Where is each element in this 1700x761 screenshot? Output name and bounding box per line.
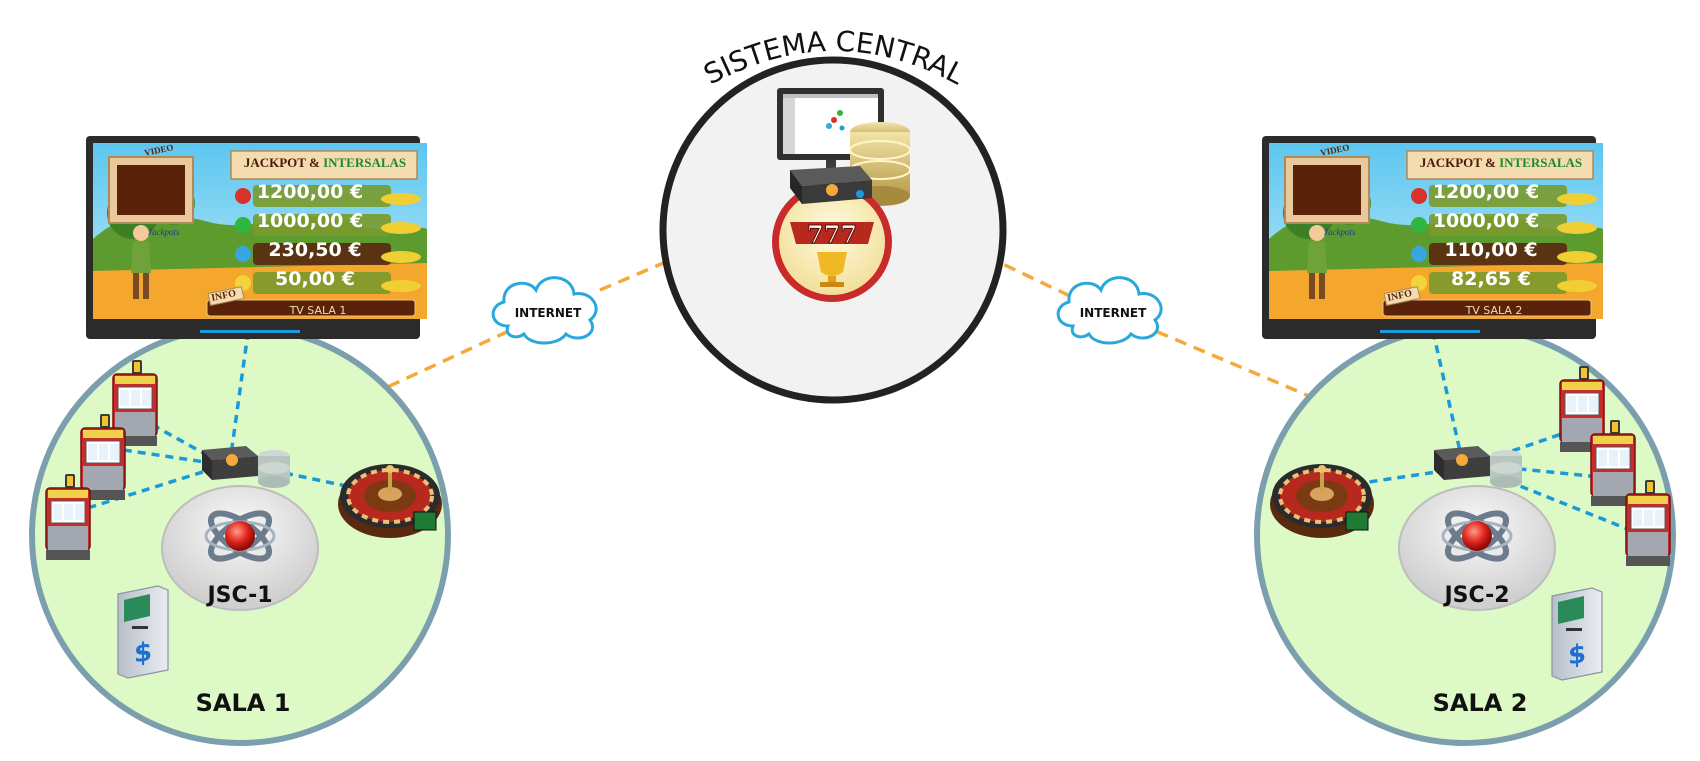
internet-cloud-left: INTERNET xyxy=(493,278,596,343)
tv-2-jackpot-amount: 110,00 € xyxy=(1444,239,1537,261)
room-1-title: SALA 1 xyxy=(196,689,291,717)
room-2-title: SALA 2 xyxy=(1433,689,1528,717)
tv-1-footer: TV SALA 1 xyxy=(289,304,347,317)
room-sala-2: JSC-2 SALA 2 xyxy=(1257,309,1673,743)
jsc-2-label: JSC-2 xyxy=(1442,583,1509,608)
internet-label: INTERNET xyxy=(515,306,582,320)
jackpot-777-text: 777 xyxy=(807,220,857,249)
tv-2-jackpot-amount: 82,65 € xyxy=(1451,268,1531,290)
tv-2-header: JACKPOT & INTERSALAS xyxy=(1420,155,1582,170)
tv-sala-1: VIDEO JACKPOT & INTERSALAS Jackpots INFO… xyxy=(86,136,427,339)
atm-icon xyxy=(118,586,168,678)
roulette-icon xyxy=(338,464,442,538)
tv-1-jackpot-amount: 50,00 € xyxy=(275,268,355,290)
roulette-icon xyxy=(1270,464,1374,538)
tv-2-jackpot-amount: 1000,00 € xyxy=(1433,210,1539,232)
central-switch-icon xyxy=(790,166,872,204)
tv-1-jackpot-amount: 1200,00 € xyxy=(257,181,363,203)
tv-1-jackpot-amount: 1000,00 € xyxy=(257,210,363,232)
internet-cloud-right: INTERNET xyxy=(1058,278,1161,343)
internet-label: INTERNET xyxy=(1080,306,1147,320)
tv-1-jackpot-amount: 230,50 € xyxy=(268,239,361,261)
atm-icon xyxy=(1552,588,1602,680)
tv-2-jackpot-amount: 1200,00 € xyxy=(1433,181,1539,203)
central-system: SISTEMA CENTRAL 777 xyxy=(663,25,1003,400)
jsc-1-label: JSC-1 xyxy=(205,583,272,608)
tv-1-logo: Jackpots xyxy=(148,227,180,237)
tv-sala-2: VIDEO JACKPOT & INTERSALAS Jackpots INFO… xyxy=(1262,136,1603,339)
tv-1-header: JACKPOT & INTERSALAS xyxy=(244,155,406,170)
tv-2-logo: Jackpots xyxy=(1324,227,1356,237)
tv-2-footer: TV SALA 2 xyxy=(1465,304,1523,317)
room-sala-1: JSC-1 SALA 1 xyxy=(32,309,448,743)
